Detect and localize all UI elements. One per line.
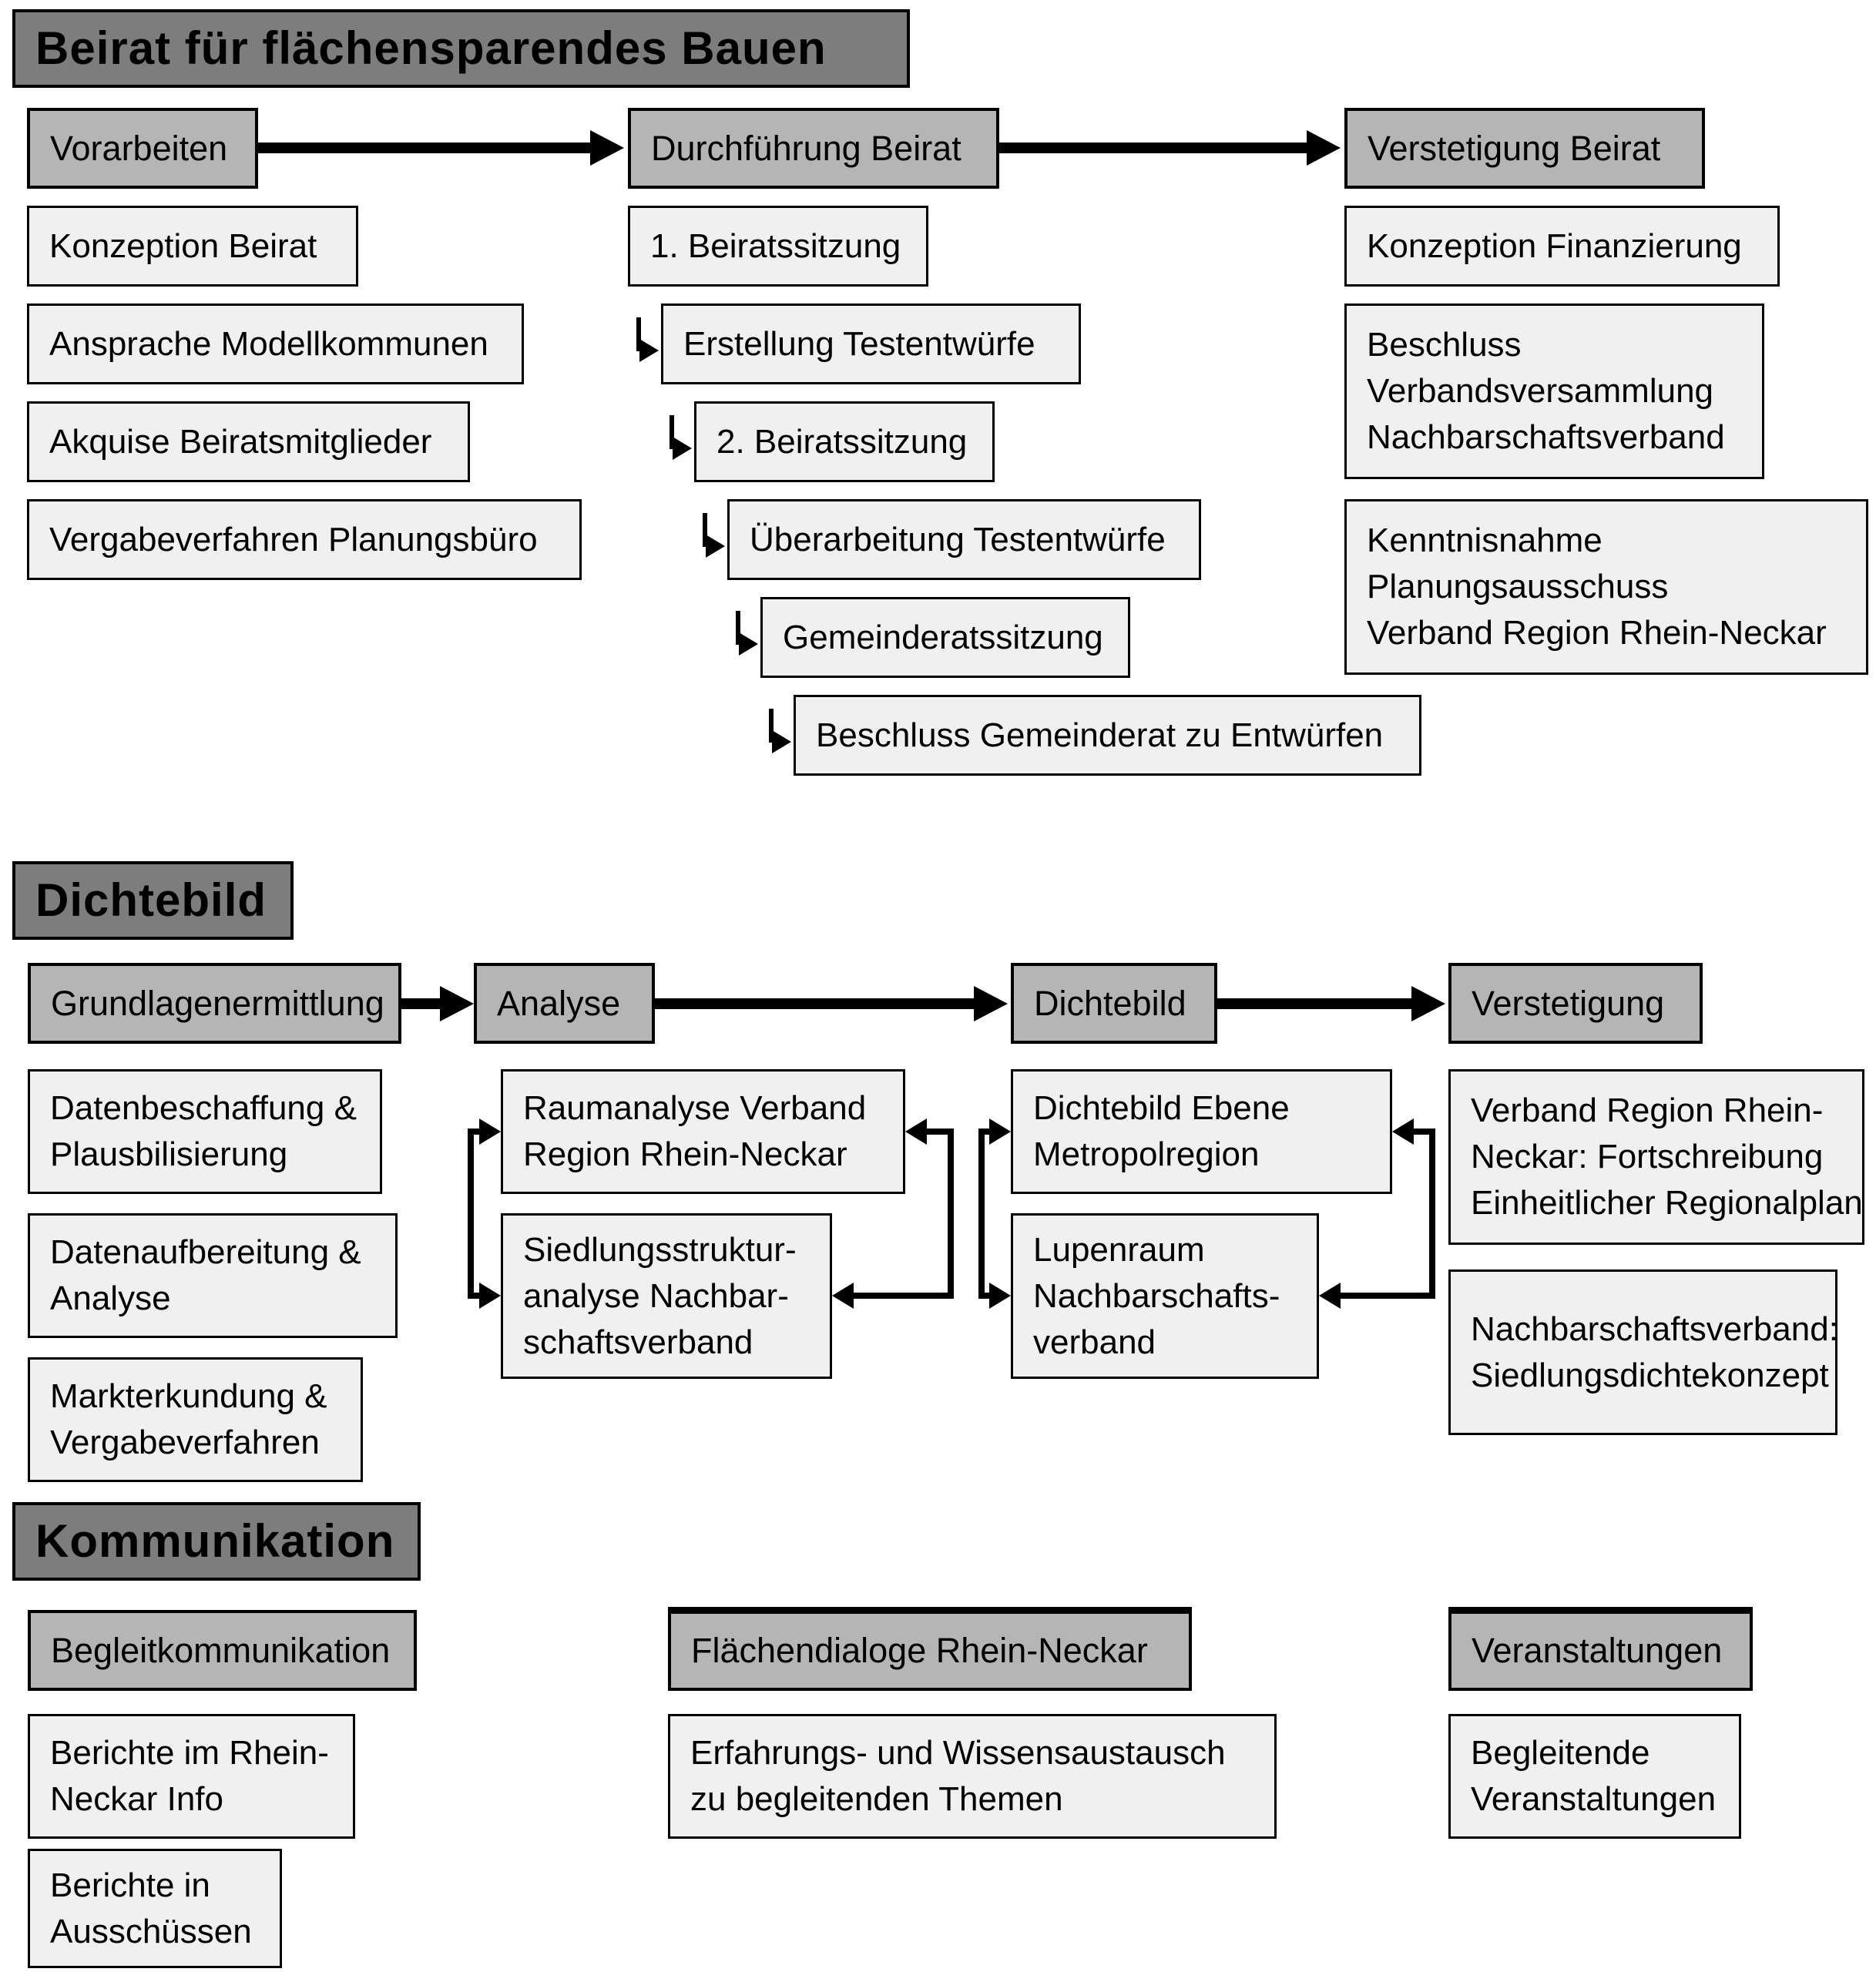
box-erfahrungsaustausch: Erfahrungs- und Wissensaustausch zu begl… [668, 1714, 1277, 1839]
box-ansprache-modellkommunen: Ansprache Modellkommunen [27, 304, 524, 384]
box-dichtebild-metropolregion: Dichtebild Ebene Metropolregion [1011, 1069, 1392, 1194]
branch-arrow-icon [636, 317, 659, 362]
box-beschluss-gemeinderat: Beschluss Gemeinderat zu Entwürfen [794, 695, 1421, 776]
loop-connector-line [1429, 1129, 1435, 1299]
flow-arrow-analyse-dichtebild [655, 998, 974, 1009]
box-ueberarbeitung-testentwuerfe: Überarbeitung Testentwürfe [727, 499, 1201, 580]
branch-arrow-icon [736, 611, 759, 656]
flow-arrow-vorarbeiten-durchfuehrung [258, 143, 590, 153]
loop-connector-arrow [854, 1293, 954, 1299]
loop-connector-arrow [978, 1293, 989, 1299]
phase-verstetigung-beirat: Verstetigung Beirat [1344, 108, 1705, 189]
loop-connector-arrow [1414, 1129, 1435, 1135]
section-title-beirat: Beirat für flächensparendes Bauen [12, 9, 910, 88]
box-berichte-in-ausschuessen: Berichte in Ausschüssen [28, 1849, 282, 1968]
loop-connector-arrow [978, 1129, 989, 1135]
loop-connector-arrow [468, 1293, 479, 1299]
loop-connector-line [948, 1129, 954, 1299]
box-vergabeverfahren-planungsbuero: Vergabeverfahren Planungsbüro [27, 499, 582, 580]
box-beschluss-verbandsversammlung: Beschluss Verbandsversammlung Nachbarsch… [1344, 304, 1764, 479]
branch-arrow-icon [703, 513, 726, 558]
phase-flaechendialoge: Flächendialoge Rhein-Neckar [668, 1607, 1192, 1691]
loop-connector-line [978, 1129, 985, 1299]
flow-arrow-dichtebild-verstetigung [1217, 998, 1411, 1009]
section-title-dichtebild: Dichtebild [12, 861, 294, 940]
box-datenbeschaffung: Datenbeschaffung & Plausbilisierung [28, 1069, 382, 1194]
box-markterkundung: Markterkundung & Vergabeverfahren [28, 1357, 363, 1482]
branch-arrow-icon [769, 709, 792, 753]
phase-analyse: Analyse [474, 963, 655, 1044]
box-1-beiratssitzung: 1. Beiratssitzung [628, 206, 928, 287]
box-gemeinderatssitzung: Gemeinderatssitzung [760, 597, 1130, 678]
box-konzeption-beirat: Konzeption Beirat [27, 206, 358, 287]
phase-vorarbeiten: Vorarbeiten [27, 108, 258, 189]
loop-connector-arrow [468, 1129, 479, 1135]
box-berichte-rhein-neckar-info: Berichte im Rhein- Neckar Info [28, 1714, 355, 1839]
box-lupenraum: Lupenraum Nachbarschafts- verband [1011, 1213, 1319, 1379]
phase-dichtebild: Dichtebild [1011, 963, 1217, 1044]
box-siedlungsstrukturanalyse: Siedlungsstruktur- analyse Nachbar- scha… [501, 1213, 832, 1379]
loop-connector-line [468, 1129, 474, 1299]
phase-verstetigung: Verstetigung [1448, 963, 1703, 1044]
box-datenaufbereitung: Datenaufbereitung & Analyse [28, 1213, 398, 1338]
box-2-beiratssitzung: 2. Beiratssitzung [694, 401, 995, 482]
phase-durchfuehrung-beirat: Durchführung Beirat [628, 108, 999, 189]
box-konzeption-finanzierung: Konzeption Finanzierung [1344, 206, 1780, 287]
loop-connector-arrow [927, 1129, 954, 1135]
phase-veranstaltungen: Veranstaltungen [1448, 1607, 1753, 1691]
loop-connector-arrow [1341, 1293, 1435, 1299]
flow-arrow-durchfuehrung-verstetigung [999, 143, 1307, 153]
phase-begleitkommunikation: Begleitkommunikation [28, 1610, 417, 1691]
box-fortschreibung-regionalplan: Verband Region Rhein- Neckar: Fortschrei… [1448, 1069, 1864, 1245]
flow-arrow-grundlagen-analyse [401, 998, 440, 1009]
box-akquise-beiratsmitglieder: Akquise Beiratsmitglieder [27, 401, 470, 482]
box-kenntnisnahme-planungsausschuss: Kenntnisnahme Planungsausschuss Verband … [1344, 499, 1868, 675]
box-raumanalyse: Raumanalyse Verband Region Rhein-Neckar [501, 1069, 905, 1194]
box-begleitende-veranstaltungen: Begleitende Veranstaltungen [1448, 1714, 1741, 1839]
section-title-kommunikation: Kommunikation [12, 1502, 421, 1581]
branch-arrow-icon [670, 415, 693, 460]
box-siedlungsdichtekonzept: Nachbarschaftsverband: Siedlungsdichteko… [1448, 1269, 1838, 1435]
phase-grundlagenermittlung: Grundlagenermittlung [28, 963, 401, 1044]
box-erstellung-testentwuerfe: Erstellung Testentwürfe [661, 304, 1081, 384]
